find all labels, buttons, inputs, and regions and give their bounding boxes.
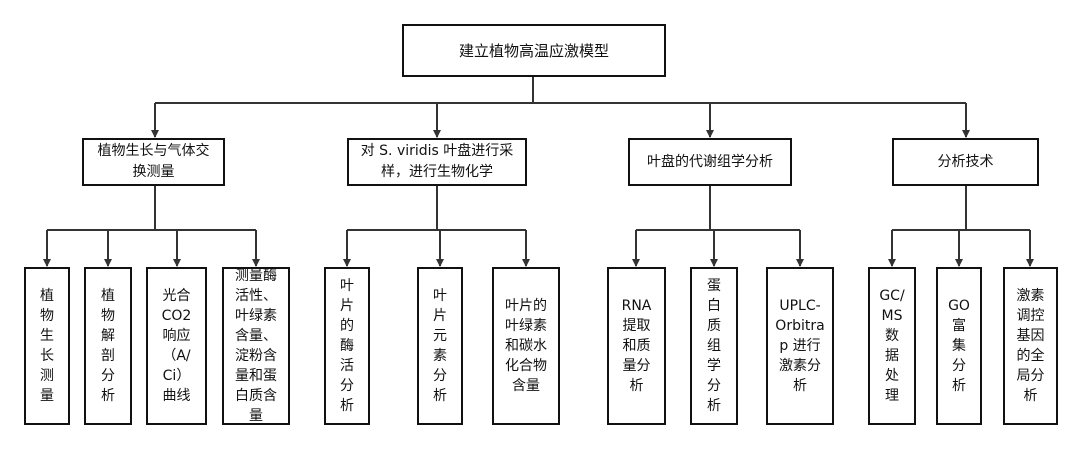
leaf-label: 植 物 解 剖 分 析 [101, 288, 115, 404]
category-label-metabolomics: 叶盘的代谢组学分析 [647, 153, 773, 170]
leaf-box-anatomy: 植 物 解 剖 分 析 [84, 267, 132, 425]
leaf-label: UPLC- Orbitra p 进行 激素分 析 [775, 298, 825, 394]
leaf-box-enzyme-chlorophyll: 测量酶 活性、 叶绿素 含量、 淀粉含 量和蛋 白质含 量 [222, 267, 290, 425]
category-box-metabolomics: 叶盘的代谢组学分析 [628, 138, 792, 186]
leaf-label: 蛋 白 质 组 学 分 析 [707, 278, 721, 414]
leaf-box-gcms: GC/ MS 数 据 处 理 [868, 267, 916, 425]
leaf-label: 叶 片 元 素 分 析 [433, 288, 447, 404]
category-box-techniques: 分析技术 [892, 138, 1039, 186]
root-label: 建立植物高温应激模型 [458, 42, 609, 60]
leaf-box-hormone-genes: 激素 调控 基因 的全 局分 析 [1003, 267, 1058, 425]
leaf-box-rna: RNA 提取 和质 量分 析 [607, 267, 666, 425]
category-box-sampling: 对 S. viridis 叶盘进行采 样，进行生物化学 [347, 138, 527, 186]
category-label-techniques: 分析技术 [937, 153, 994, 170]
leaf-label: 测量酶 活性、 叶绿素 含量、 淀粉含 量和蛋 白质含 量 [235, 268, 277, 424]
leaf-box-proteomics: 蛋 白 质 组 学 分 析 [690, 267, 738, 425]
leaf-box-growth-measure: 植 物 生 长 测 量 [24, 267, 70, 425]
leaf-label: 叶片的 叶绿素 和碳水 化合物 含量 [505, 298, 547, 394]
leaf-label: GC/ MS 数 据 处 理 [879, 288, 905, 404]
leaf-box-uplc: UPLC- Orbitra p 进行 激素分 析 [766, 267, 834, 425]
leaf-label: GO 富 集 分 析 [948, 298, 970, 394]
leaf-box-aci-curve: 光合 CO2 响应 （A/ Ci） 曲线 [146, 267, 207, 425]
leaf-label: 光合 CO2 响应 （A/ Ci） 曲线 [161, 288, 192, 404]
leaf-label: RNA 提取 和质 量分 析 [621, 298, 652, 394]
leaf-box-go: GO 富 集 分 析 [936, 267, 982, 425]
leaf-label: 激素 调控 基因 的全 局分 析 [1016, 288, 1045, 404]
category-label-sampling: 对 S. viridis 叶盘进行采 样，进行生物化学 [360, 143, 514, 180]
root-box: 建立植物高温应激模型 [402, 24, 666, 77]
leaf-box-chlorophyll-carb: 叶片的 叶绿素 和碳水 化合物 含量 [492, 267, 560, 425]
leaf-label: 植 物 生 长 测 量 [40, 288, 54, 404]
leaf-label: 叶 片 的 酶 活 分 析 [340, 278, 354, 414]
category-box-growth: 植物生长与气体交 换测量 [82, 138, 225, 186]
category-label-growth: 植物生长与气体交 换测量 [97, 143, 210, 180]
leaf-box-leaf-element: 叶 片 元 素 分 析 [417, 267, 463, 425]
leaf-box-leaf-enzyme: 叶 片 的 酶 活 分 析 [324, 267, 370, 425]
